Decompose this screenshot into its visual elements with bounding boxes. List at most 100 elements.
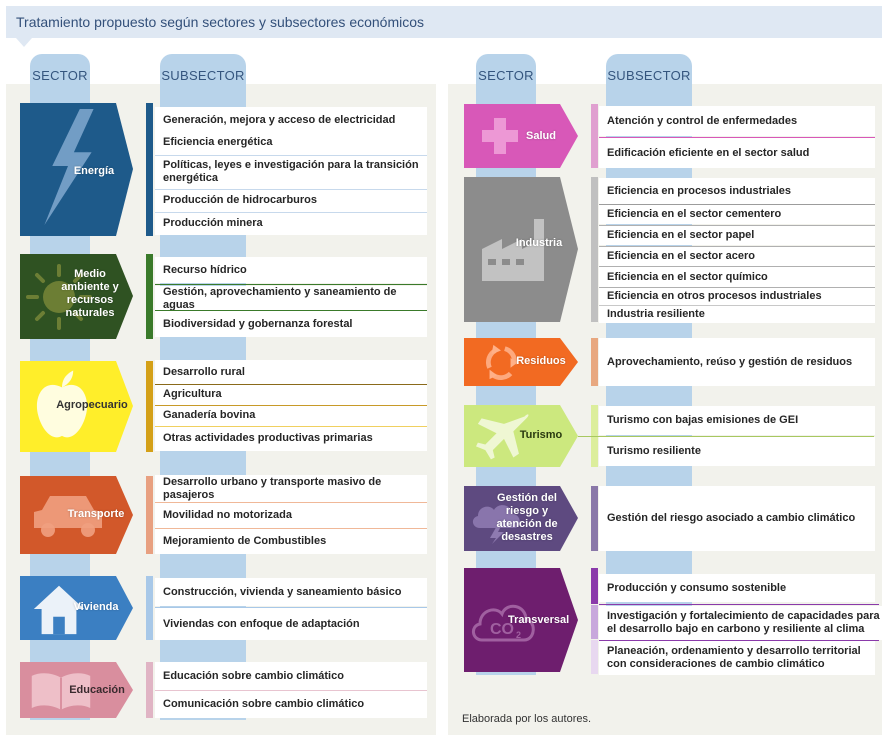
sector-salud: Salud: [464, 104, 578, 168]
row-divider: [599, 604, 879, 605]
row-divider: [155, 189, 427, 190]
subsector-bar: [591, 104, 598, 168]
subsector-row: Atención y control de enfermedades: [599, 106, 875, 136]
subsector-row: Eficiencia en el sector acero: [599, 246, 875, 266]
factory-icon: [482, 219, 544, 281]
subsector-bar: [591, 568, 598, 604]
row-divider: [599, 137, 875, 138]
sector-label: Vivienda: [73, 601, 119, 613]
subsector-row: Planeación, ordenamiento y desarrollo te…: [599, 641, 875, 675]
sector-gestion-riesgo: Gestión del riesgo y atención de desastr…: [464, 486, 578, 551]
subsector-row: Producción minera: [155, 212, 427, 235]
apple-icon: [36, 370, 88, 438]
row-divider: [155, 607, 427, 608]
subsector-row: Eficiencia energética: [155, 129, 427, 155]
left-subsector-tab: SUBSECTOR: [160, 54, 246, 100]
airplane-icon: [476, 414, 529, 460]
subsector-row: Mejoramiento de Combustibles: [155, 528, 427, 554]
sector-label: Turismo: [519, 429, 563, 441]
subsector-row: Producción de hidrocarburos: [155, 189, 427, 212]
sector-residuos: Residuos: [464, 338, 578, 386]
subsector-row: Aprovechamiento, reúso y gestión de resi…: [599, 338, 875, 386]
subsector-row: Educación sobre cambio climático: [155, 662, 427, 690]
sector-label: Energía: [73, 165, 115, 177]
row-divider: [599, 204, 875, 205]
row-divider: [599, 266, 875, 267]
subsector-row: Producción y consumo sostenible: [599, 574, 875, 602]
subsector-bar: [146, 576, 153, 640]
svg-text:CO: CO: [490, 621, 514, 638]
subsector-row: Investigación y fortalecimiento de capac…: [599, 606, 883, 640]
sector-educacion: Educación: [20, 662, 133, 718]
subsector-row: Eficiencia en el sector cementero: [599, 204, 875, 224]
row-divider: [599, 640, 879, 641]
row-divider: [155, 426, 427, 427]
subsector-bar: [591, 640, 598, 674]
row-divider: [155, 405, 427, 406]
row-divider: [155, 384, 427, 385]
title-banner: Tratamiento propuesto según sectores y s…: [6, 6, 882, 38]
subsector-row: Gestión del riesgo asociado a cambio cli…: [599, 486, 875, 551]
row-divider: [155, 212, 427, 213]
lightning-icon: [44, 109, 94, 226]
cross-icon: [482, 118, 518, 154]
subsector-row: Biodiversidad y gobernanza forestal: [155, 311, 427, 337]
row-divider: [155, 690, 427, 691]
title-pointer: [16, 38, 32, 47]
sector-energia: Energía: [20, 103, 133, 236]
page-title: Tratamiento propuesto según sectores y s…: [16, 14, 425, 30]
subsector-row: Otras actividades productivas primarias: [155, 426, 427, 451]
subsector-bar: [146, 103, 153, 236]
subsector-row: Industria resiliente: [599, 305, 875, 323]
subsector-row: Ganadería bovina: [155, 405, 427, 426]
subsector-row: Desarrollo rural: [155, 360, 427, 384]
sector-transporte: Transporte: [20, 476, 133, 554]
house-icon: [33, 585, 85, 635]
subsector-row: Turismo con bajas emisiones de GEI: [599, 406, 875, 435]
row-divider: [155, 528, 427, 529]
sector-label: Industria: [515, 237, 563, 249]
subsector-row: Desarrollo urbano y transporte masivo de…: [155, 475, 427, 502]
sector-transversal: CO 2 Transversal: [464, 568, 578, 672]
sector-medio-ambiente: Medio ambiente y recursos naturales: [20, 254, 133, 339]
svg-text:2: 2: [516, 630, 521, 640]
sector-label: Transversal: [508, 614, 570, 626]
car-icon: [34, 496, 102, 537]
row-divider: [599, 246, 875, 247]
sector-label: Educación: [69, 684, 125, 696]
subsector-row: Eficiencia en el sector químico: [599, 267, 875, 287]
recycle-icon: [485, 344, 519, 381]
right-subsector-tab: SUBSECTOR: [606, 54, 692, 100]
subsector-row: Turismo resiliente: [599, 437, 875, 466]
sun-icon: [26, 264, 92, 330]
sector-label: Gestión del riesgo y atención de desastr…: [496, 492, 558, 543]
sector-vivienda: Vivienda: [20, 576, 133, 640]
subsector-row: Eficiencia en procesos industriales: [599, 178, 875, 204]
sector-label: Agropecuario: [56, 399, 128, 411]
row-divider: [155, 310, 427, 311]
row-divider: [599, 225, 875, 226]
subsector-bar: [146, 361, 153, 452]
sector-agropecuario: Agropecuario: [20, 361, 133, 452]
row-divider: [578, 436, 874, 437]
subsector-row: Políticas, leyes e investigación para la…: [155, 155, 427, 189]
cloud-lightning-icon: [472, 505, 520, 544]
left-sector-tab: SECTOR: [30, 54, 90, 100]
subsector-row: Eficiencia en otros procesos industriale…: [599, 287, 875, 305]
subsector-row: Edificación eficiente en el sector salud: [599, 138, 875, 168]
row-divider: [155, 284, 427, 285]
subsector-bar: [146, 476, 153, 554]
row-divider: [599, 287, 875, 288]
sector-turismo: Turismo: [464, 405, 578, 467]
sector-label: Salud: [526, 130, 556, 142]
subsector-row: Comunicación sobre cambio climático: [155, 690, 427, 718]
row-divider: [155, 502, 427, 503]
subsector-bar: [591, 338, 598, 386]
subsector-row: Eficiencia en el sector papel: [599, 225, 875, 245]
co2-cloud-icon: CO 2: [472, 604, 535, 642]
subsector-row: Recurso hídrico: [155, 257, 427, 283]
row-divider: [599, 305, 875, 306]
book-icon: [31, 673, 91, 710]
subsector-row: Gestión, aprovechamiento y saneamiento d…: [155, 286, 427, 312]
sector-label: Residuos: [516, 355, 566, 367]
